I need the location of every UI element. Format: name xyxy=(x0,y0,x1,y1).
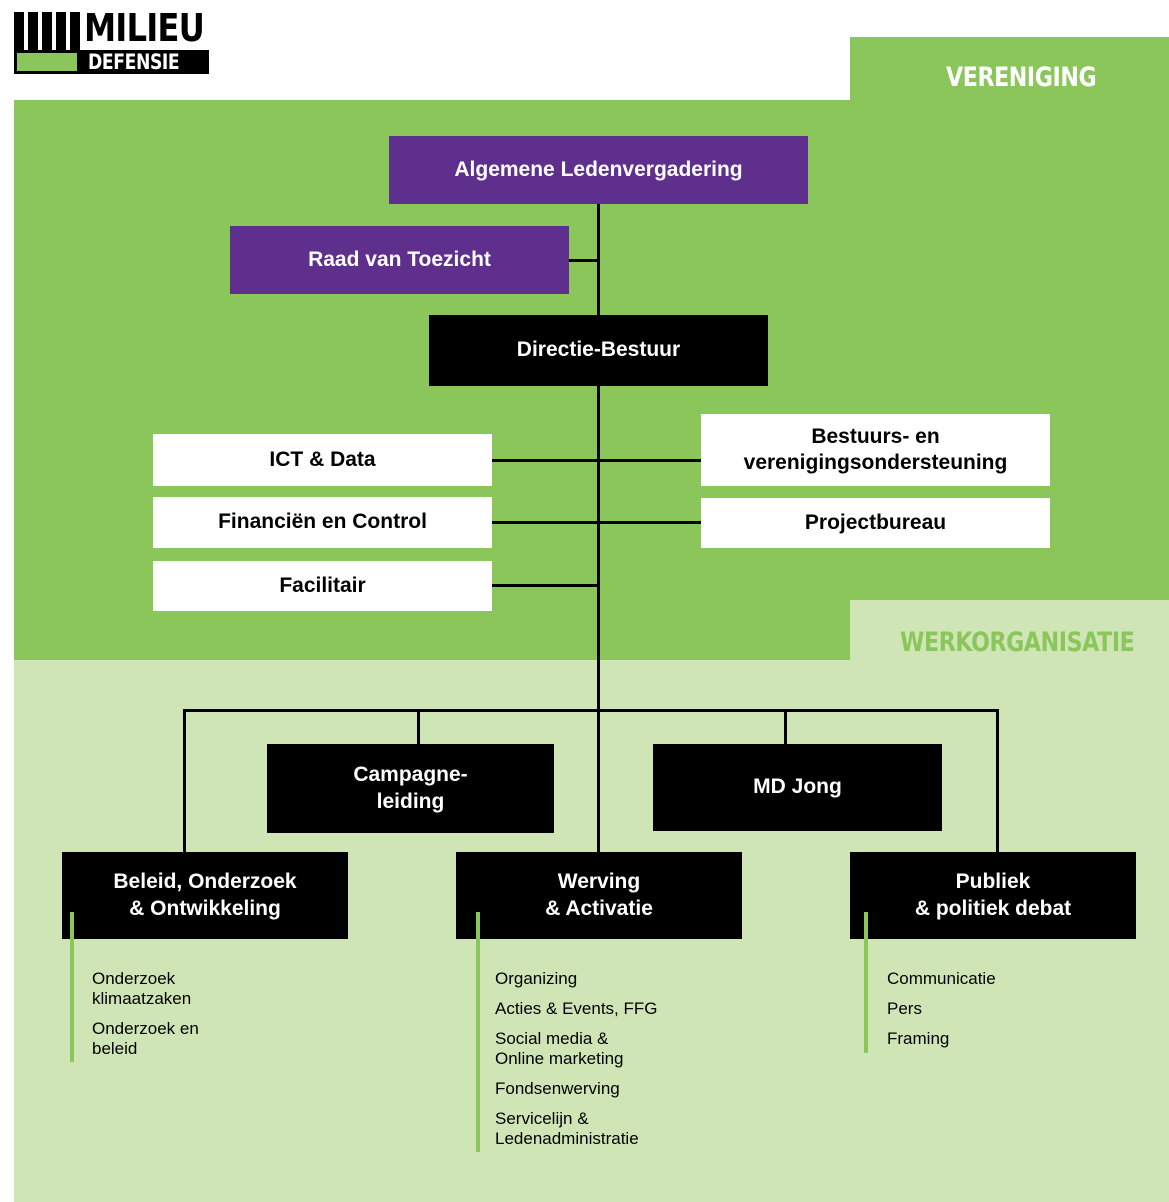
node-publiek-debat: Publiek & politiek debat xyxy=(850,852,1136,939)
campagne-drop xyxy=(417,709,420,744)
werving-subunits: Organizing Acties & Events, FFG Social m… xyxy=(495,969,658,1159)
node-financien-control: Financiën en Control xyxy=(153,497,492,548)
zone-label-werkorganisatie: WERKORGANISATIE xyxy=(900,627,1135,658)
beleid-subunits: Onderzoek klimaatzaken Onderzoek en bele… xyxy=(92,969,199,1069)
beleid-drop xyxy=(183,709,186,852)
node-beleid-onderzoek: Beleid, Onderzoek & Ontwikkeling xyxy=(62,852,348,939)
list-item: Organizing xyxy=(495,969,578,988)
publiek-subunit-bar xyxy=(864,912,868,1053)
list-item: Pers xyxy=(887,999,922,1018)
node-directie-bestuur: Directie-Bestuur xyxy=(429,315,768,386)
mdjong-drop xyxy=(784,709,787,744)
main-trunk-line xyxy=(597,202,600,852)
facilitair-connector xyxy=(491,584,599,587)
milieudefensie-logo: MILIEU DEFENSIE xyxy=(14,6,209,74)
list-item: Fondsenwerving xyxy=(495,1079,620,1098)
beleid-subunit-bar xyxy=(70,912,74,1062)
logo-bars-icon xyxy=(14,12,209,74)
list-item: Acties & Events, FFG xyxy=(495,999,658,1018)
rvt-connector xyxy=(568,259,599,262)
node-campagneleiding: Campagne- leiding xyxy=(267,744,554,833)
list-item: Servicelijn & Ledenadministratie xyxy=(495,1109,639,1148)
werkorganisatie-zone-tab xyxy=(850,600,1169,660)
list-item: Communicatie xyxy=(887,969,996,988)
node-projectbureau: Projectbureau xyxy=(701,498,1050,548)
logo-text-milieu: MILIEU xyxy=(84,6,205,50)
list-item: Onderzoek klimaatzaken xyxy=(92,969,192,1008)
publiek-subunits: Communicatie Pers Framing xyxy=(887,969,996,1059)
node-bestuursondersteuning: Bestuurs- en verenigingsondersteuning xyxy=(701,414,1050,486)
list-item: Framing xyxy=(887,1029,950,1048)
node-werving-activatie: Werving & Activatie xyxy=(456,852,742,939)
node-facilitair: Facilitair xyxy=(153,561,492,611)
werkorganisatie-crossbar xyxy=(183,709,999,712)
werving-subunit-bar xyxy=(476,912,480,1152)
list-item: Onderzoek en beleid xyxy=(92,1019,199,1058)
node-ict-data: ICT & Data xyxy=(153,434,492,486)
node-alv: Algemene Ledenvergadering xyxy=(389,136,808,204)
logo-text-defensie: DEFENSIE xyxy=(88,50,180,74)
financien-connector xyxy=(491,521,701,524)
ict-connector xyxy=(491,459,701,462)
zone-label-vereniging: VERENIGING xyxy=(946,62,1097,93)
node-raad-van-toezicht: Raad van Toezicht xyxy=(230,226,569,294)
list-item: Social media & Online marketing xyxy=(495,1029,624,1068)
publiek-drop xyxy=(996,709,999,852)
node-md-jong: MD Jong xyxy=(653,744,942,831)
